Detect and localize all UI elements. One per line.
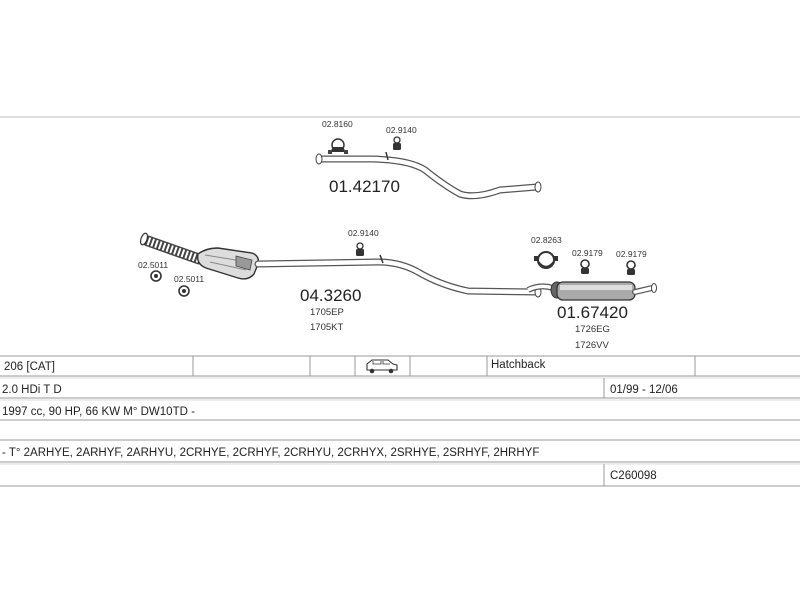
hanger-icon (385, 136, 401, 161)
clamp-icon (534, 251, 558, 269)
front-hanger-bracket (379, 254, 384, 264)
catalytic-converter (196, 247, 260, 280)
gasket-icon (150, 270, 162, 282)
gasket-icon (178, 285, 190, 297)
catalog-code: C260098 (610, 470, 657, 482)
upper-pipe-end (315, 153, 323, 165)
hanger-icon (626, 260, 636, 275)
silencer-body (556, 281, 636, 301)
rear-sub-code-2: 1726VV (575, 340, 609, 351)
vehicle-model: 206 [CAT] (4, 361, 55, 373)
rear-hanger-label-2: 02.9179 (616, 249, 647, 259)
front-hanger-label: 02.9140 (348, 228, 379, 238)
hanger-icon (356, 242, 364, 256)
rear-hanger-label-1: 02.9179 (572, 248, 603, 258)
tailpipe-body (633, 286, 654, 294)
flex-pipe (139, 232, 205, 265)
tailpipe-end (651, 283, 657, 293)
production-period: 01/99 - 12/06 (610, 384, 678, 396)
clamp-icon (328, 138, 348, 154)
upper-pipe: 02.8160 02.9140 01.42170 (315, 119, 542, 200)
engine-specs: 1997 cc, 90 HP, 66 KW M° DW10TD - (2, 406, 195, 418)
upper-pipe-part-number: 01.42170 (329, 177, 400, 196)
upper-hanger-label: 02.9140 (386, 125, 417, 135)
engine: 2.0 HDi T D (2, 384, 62, 396)
rear-clamp-label: 02.8263 (531, 235, 562, 245)
front-section-part-number: 04.3260 (300, 286, 361, 305)
gasket-label-2: 02.5011 (174, 274, 204, 284)
vehicle-table: 206 [CAT] Hatchback 2.0 HDi T D 01/99 - … (0, 355, 800, 487)
upper-pipe-body (319, 156, 540, 199)
upper-pipe-end-rear (534, 181, 542, 193)
front-section: 02.9140 02.5011 02.5011 04.3260 1705EP 1… (138, 228, 542, 333)
gasket-label-1: 02.5011 (138, 260, 168, 270)
silencer-highlight (560, 285, 632, 290)
front-sub-code-2: 1705KT (310, 322, 343, 333)
upper-clamp-label: 02.8160 (322, 119, 353, 129)
body-type: Hatchback (491, 359, 546, 371)
front-pipe-body (255, 259, 540, 295)
hanger-icon (580, 259, 590, 274)
type-codes: - T° 2ARHYE, 2ARHYF, 2ARHYU, 2CRHYE, 2CR… (2, 447, 539, 459)
rear-silencer: 02.8263 02.9179 02.9179 01.67420 1726EG … (526, 235, 657, 351)
rear-sub-code-1: 1726EG (575, 324, 610, 335)
front-sub-code-1: 1705EP (310, 307, 344, 318)
rear-silencer-part-number: 01.67420 (557, 303, 628, 322)
car-icon (366, 359, 398, 374)
